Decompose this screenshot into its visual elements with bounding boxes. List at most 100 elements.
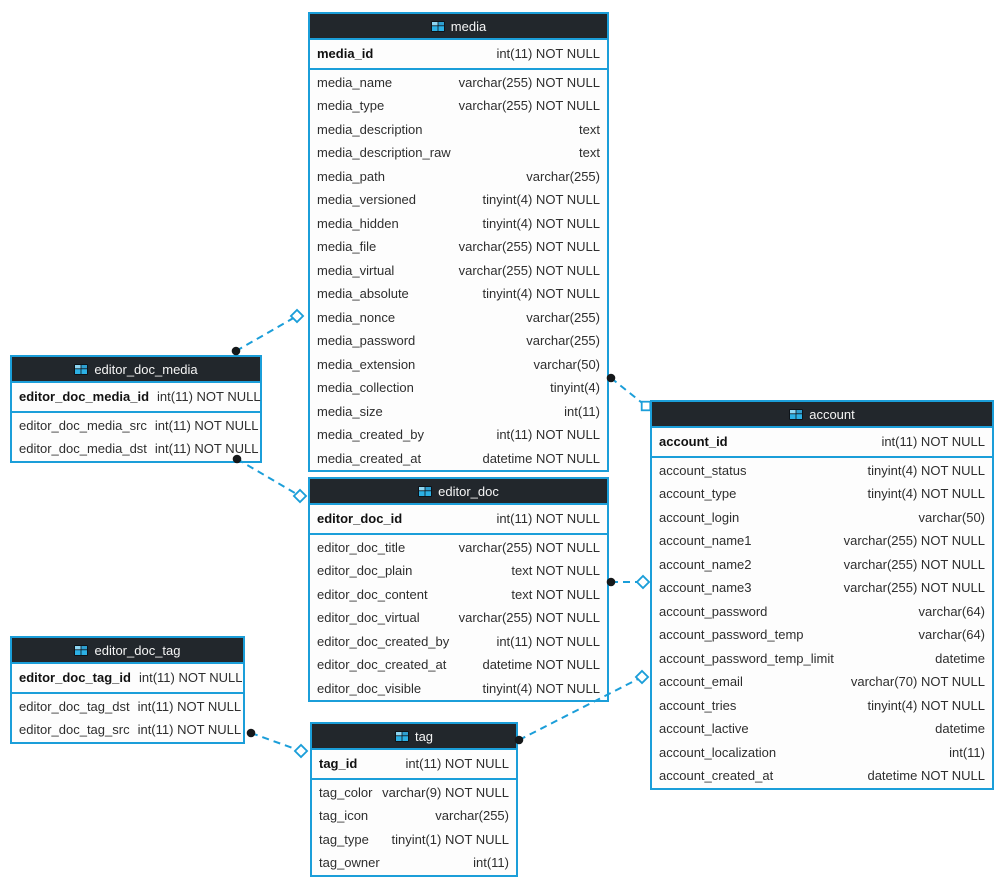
column-type: tinyint(4) xyxy=(550,380,600,395)
column-name: editor_doc_visible xyxy=(317,680,422,696)
column-name: account_type xyxy=(659,486,737,501)
column-name: account_password_temp xyxy=(659,627,804,642)
column-type: datetime NOT NULL xyxy=(482,450,600,466)
column-type: tinyint(4) NOT NULL xyxy=(867,486,985,501)
column-type: varchar(255) NOT NULL xyxy=(458,539,600,555)
relationship-editor_doc-account[interactable] xyxy=(606,574,651,590)
column-name: media_path xyxy=(317,168,385,184)
column-name: account_created_at xyxy=(659,768,774,783)
column-name: editor_doc_virtual xyxy=(317,610,420,625)
column-name: media_file xyxy=(317,239,377,254)
table-header-editor_doc[interactable]: editor_doc xyxy=(310,479,607,505)
column-row-account-account_type[interactable]: account_type tinyint(4) NOT NULL xyxy=(652,482,992,506)
table-header-editor_doc_media[interactable]: editor_doc_media xyxy=(12,357,260,383)
table-title: tag xyxy=(414,728,434,744)
connector-diamond-endpoint xyxy=(289,308,305,324)
column-name: editor_doc_plain xyxy=(317,563,413,578)
column-type: varchar(255) NOT NULL xyxy=(843,580,985,595)
column-name: tag_icon xyxy=(319,808,369,823)
table-header-media[interactable]: media xyxy=(310,14,607,40)
column-type: varchar(50) xyxy=(533,356,600,372)
column-type: varchar(64) xyxy=(918,603,985,619)
column-type: int(11) NOT NULL xyxy=(137,722,242,737)
column-type: datetime xyxy=(935,721,985,736)
table-header-tag[interactable]: tag xyxy=(312,724,516,750)
column-row-editor_doc-editor_doc_plain[interactable]: editor_doc_plain text NOT NULL xyxy=(310,559,607,583)
column-name: account_email xyxy=(659,674,743,689)
relationship-editor_doc_media-media[interactable] xyxy=(231,308,305,356)
column-name: media_name xyxy=(317,74,393,90)
column-type: text NOT NULL xyxy=(511,563,600,578)
table-header-editor_doc_tag[interactable]: editor_doc_tag xyxy=(12,638,243,664)
column-name: tag_color xyxy=(319,784,373,800)
table-header-account[interactable]: account xyxy=(652,402,992,428)
relationship-media-account[interactable] xyxy=(606,373,652,412)
table-title: editor_doc_tag xyxy=(94,642,181,658)
column-name: editor_doc_media_dst xyxy=(19,441,147,456)
column-type: int(11) xyxy=(949,744,985,760)
connector-diamond-endpoint xyxy=(292,488,308,504)
relationship-editor_doc_tag-tag[interactable] xyxy=(246,728,309,759)
column-name: account_tries xyxy=(659,697,737,713)
